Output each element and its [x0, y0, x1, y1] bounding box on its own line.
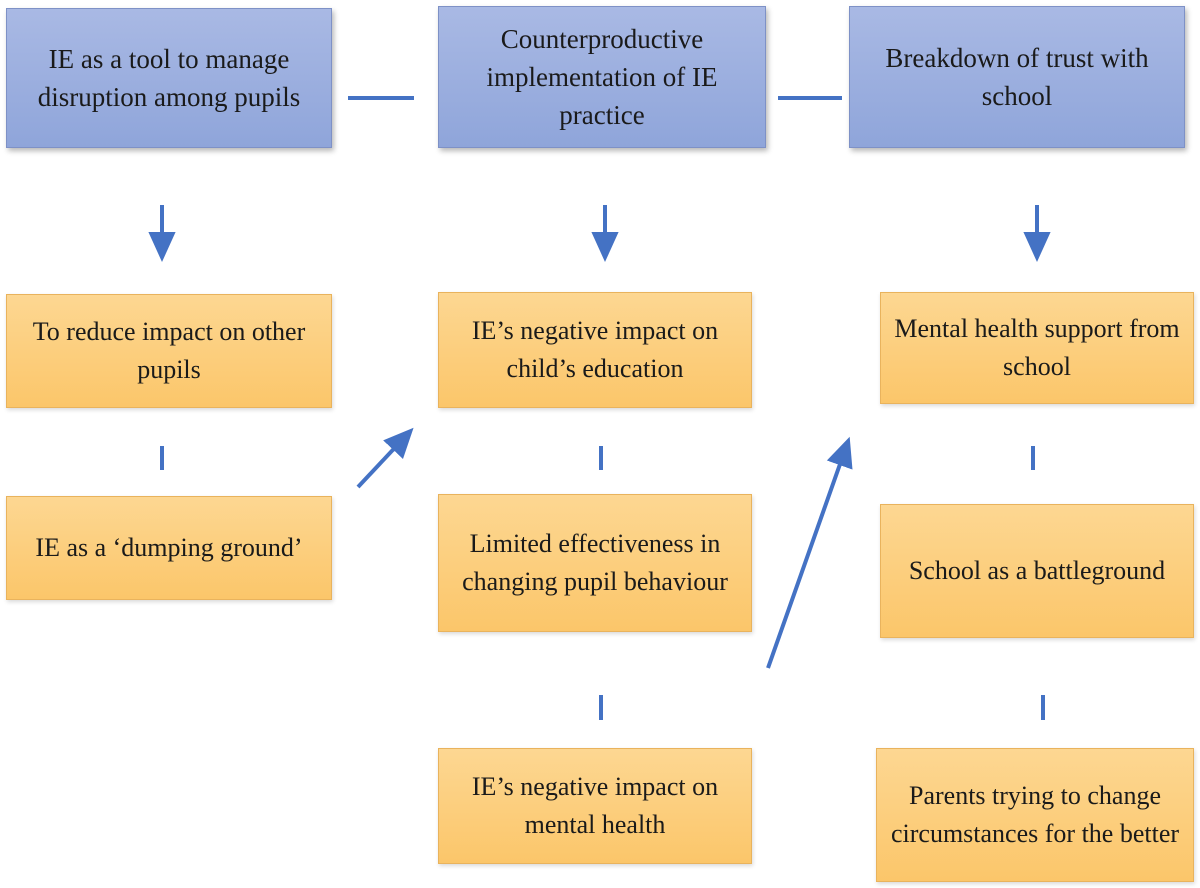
subtheme-box-limited-effectiveness: Limited effectiveness in changing pupil … — [438, 494, 752, 632]
subtheme-label-battleground: School as a battleground — [908, 556, 1166, 585]
theme-box-trust: Breakdown of trust with school — [849, 6, 1185, 148]
subtheme-label-mental-health-impact: IE’s negative impact on mental health — [471, 772, 719, 839]
subtheme-label-education-impact: IE’s negative impact on child’s educatio… — [471, 316, 719, 383]
subtheme-box-education-impact: IE’s negative impact on child’s educatio… — [438, 292, 752, 408]
theme-label-trust: Breakdown of trust with school — [885, 43, 1149, 111]
subtheme-box-dumping-ground: IE as a ‘dumping ground’ — [6, 496, 332, 600]
subtheme-label-mental-health-support: Mental health support from school — [894, 314, 1180, 381]
subtheme-label-parents-trying: Parents trying to change circumstances f… — [890, 781, 1180, 848]
theme-label-management: IE as a tool to manage disruption among … — [37, 44, 301, 112]
diagonal-arrow-col2-to-col3 — [766, 436, 853, 669]
subtheme-box-parents-trying: Parents trying to change circumstances f… — [876, 748, 1194, 882]
subtheme-label-limited-effectiveness: Limited effectiveness in changing pupil … — [462, 529, 728, 596]
subtheme-box-reduce-impact: To reduce impact on other pupils — [6, 294, 332, 408]
subtheme-box-mental-health-support: Mental health support from school — [880, 292, 1194, 404]
subtheme-label-dumping-ground: IE as a ‘dumping ground’ — [35, 533, 303, 562]
diagonal-arrow-col1-to-col2 — [356, 427, 414, 489]
theme-box-counterproductive: Counterproductive implementation of IE p… — [438, 6, 766, 148]
subtheme-label-reduce-impact: To reduce impact on other pupils — [32, 317, 306, 384]
subtheme-box-mental-health-impact: IE’s negative impact on mental health — [438, 748, 752, 864]
theme-label-counterproductive: Counterproductive implementation of IE p… — [486, 24, 718, 130]
subtheme-box-battleground: School as a battleground — [880, 504, 1194, 638]
theme-box-management: IE as a tool to manage disruption among … — [6, 8, 332, 148]
